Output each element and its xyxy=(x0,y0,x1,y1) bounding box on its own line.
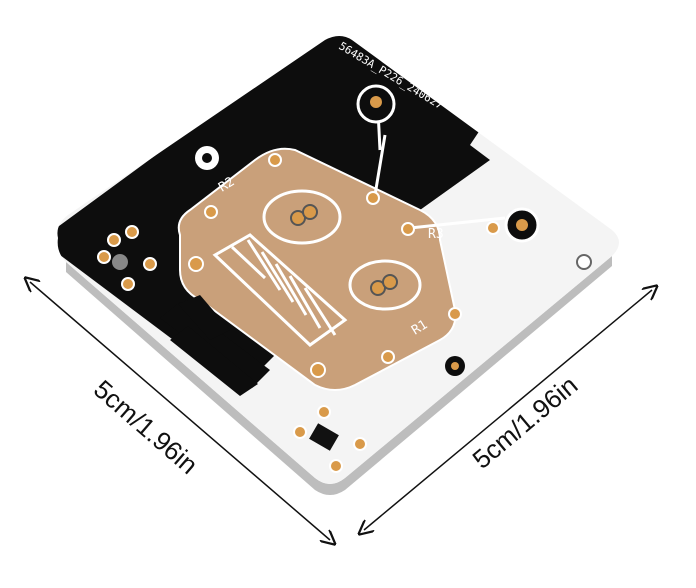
resistor-label-r3: R3 xyxy=(428,227,444,242)
left-dimension-arrow xyxy=(30,282,330,540)
right-dimension-arrow xyxy=(364,290,652,530)
left-dimension-label: 5cm/1.96in xyxy=(88,374,204,480)
corner-hole xyxy=(576,254,592,270)
resistor-label-r2: R2 xyxy=(216,174,237,195)
right-dimension-label: 5cm/1.96in xyxy=(467,370,584,475)
